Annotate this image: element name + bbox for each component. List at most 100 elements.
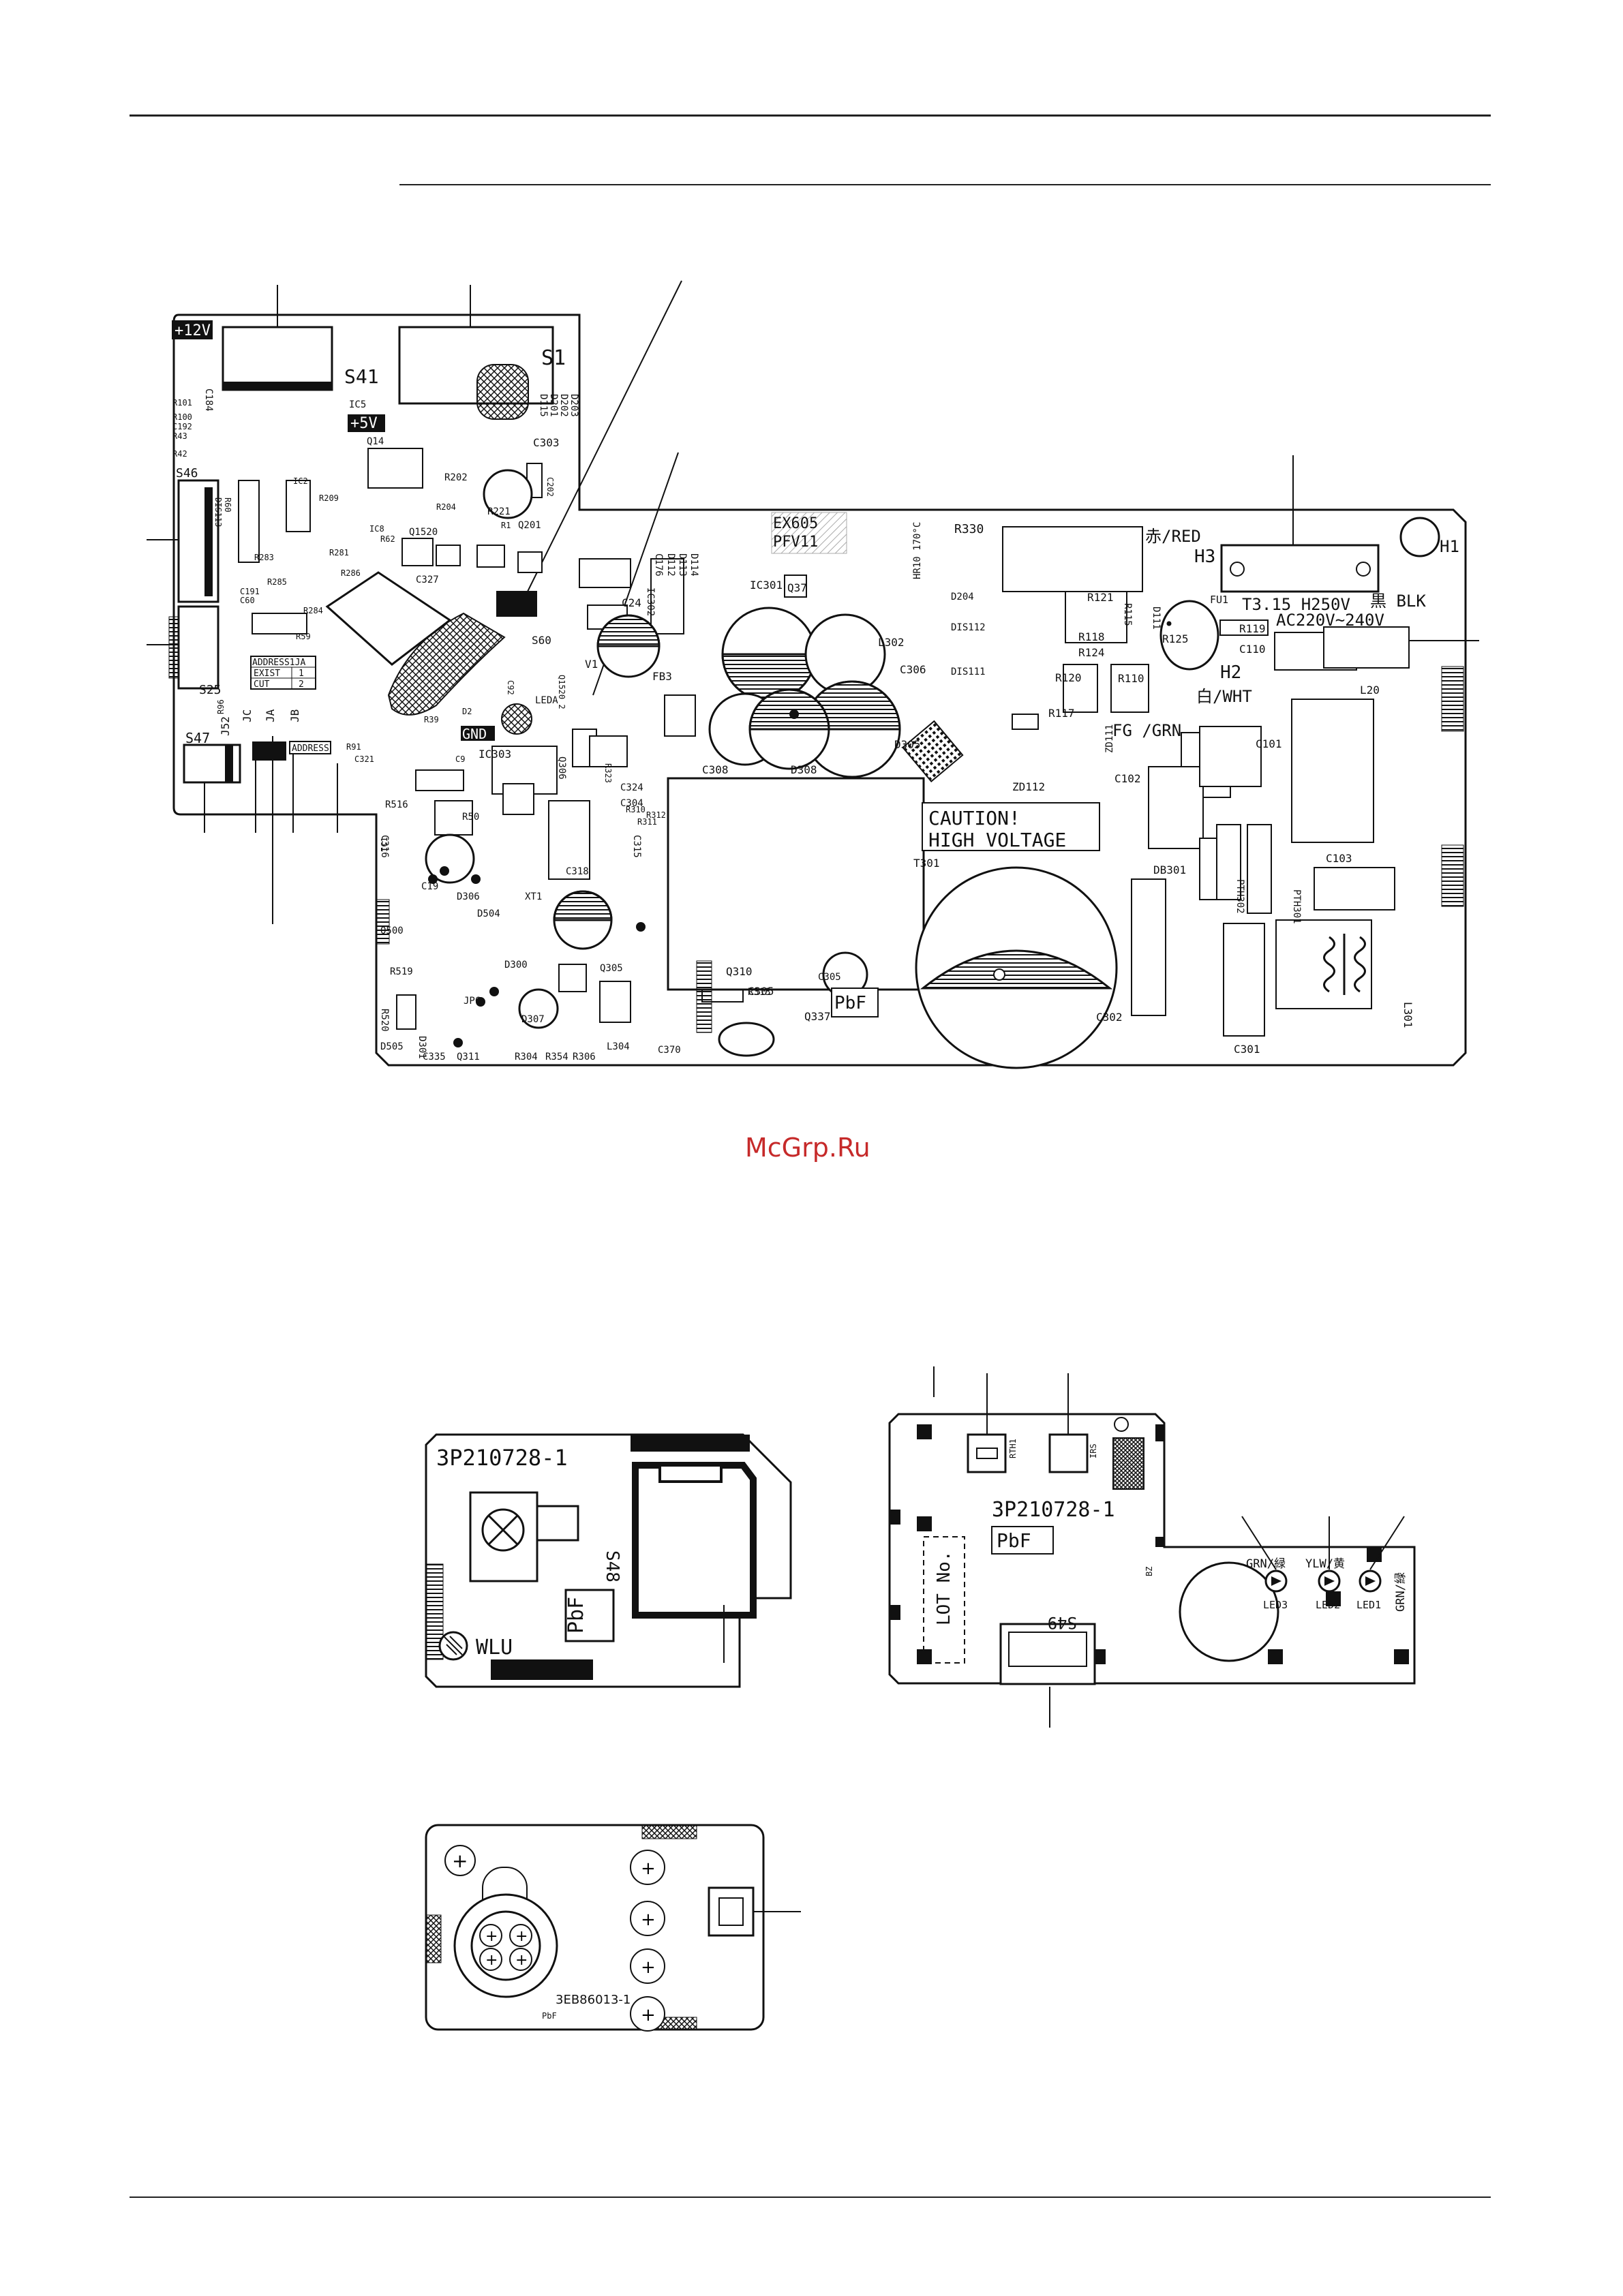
svg-text:C176: C176 [653, 553, 664, 577]
fuse-holder [1323, 626, 1410, 669]
svg-text:Q306: Q306 [556, 756, 567, 780]
label-thermal-fuse: HR10 170°C [912, 522, 923, 579]
svg-text:R204: R204 [436, 502, 456, 512]
svg-text:R202: R202 [444, 472, 468, 483]
svg-text:DIS111: DIS111 [951, 667, 986, 677]
svg-text:+: + [515, 1952, 528, 1969]
sensor-board-3eb86013: + ++ ++ ++ ++ 3EB86013-1 PbF [425, 1824, 801, 2032]
svg-text:R62: R62 [380, 534, 395, 544]
svg-text:V1: V1 [585, 658, 598, 671]
svg-text:R516: R516 [385, 799, 408, 810]
connector-s41 [222, 326, 333, 391]
svg-text:D305: D305 [894, 738, 921, 751]
svg-text:IC1: IC1 [380, 837, 389, 852]
s49-pbf: PbF [997, 1529, 1031, 1552]
label-s25: S25 [199, 683, 222, 697]
terminal-h1 [1399, 517, 1440, 557]
svg-text:R39: R39 [424, 715, 439, 724]
svg-text:XT1: XT1 [525, 891, 542, 902]
label-r330: R330 [954, 522, 984, 536]
led-row [1264, 1570, 1382, 1593]
svg-text:R313: R313 [748, 987, 771, 998]
svg-text:C303: C303 [533, 436, 560, 449]
svg-text:Q310: Q310 [726, 965, 753, 978]
svg-text:PTH301: PTH301 [1291, 889, 1302, 924]
label-wire-red: 赤/RED [1145, 527, 1201, 546]
svg-text:R96: R96 [216, 699, 226, 714]
svg-text:C24: C24 [622, 596, 641, 609]
board-code: EX605 [773, 515, 818, 532]
led2-label: LED2 [1316, 1599, 1340, 1611]
svg-text:R125: R125 [1162, 632, 1189, 645]
svg-text:R119: R119 [1239, 622, 1266, 635]
svg-text:FB3: FB3 [652, 670, 672, 683]
svg-text:+: + [641, 1910, 656, 1930]
label-caution: CAUTION! [928, 807, 1020, 829]
svg-text:R1: R1 [501, 521, 511, 530]
label-wire-ground: FG /GRN [1112, 721, 1181, 740]
label-5v: +5V [350, 415, 378, 432]
svg-text:C304: C304 [620, 798, 643, 809]
board3-marks: PbF [542, 2011, 557, 2021]
jumper-cut-no: 2 [299, 679, 304, 690]
s49-lot: LOT No. [934, 1550, 954, 1625]
s48-pbf: PbF [564, 1597, 588, 1634]
connector-s48-housing [632, 1462, 757, 1619]
svg-text:C60: C60 [240, 596, 255, 605]
svg-text:D112: D112 [665, 553, 676, 577]
svg-text:IC303: IC303 [479, 748, 511, 761]
caution-box [922, 802, 1100, 851]
s49-part-number: 3P210728-1 [992, 1498, 1115, 1522]
svg-text:D2: D2 [462, 707, 472, 716]
label-h1: H1 [1440, 537, 1459, 556]
svg-text:Q337: Q337 [804, 1010, 831, 1023]
terminal-h3 [1220, 544, 1380, 593]
svg-text:D306: D306 [457, 891, 480, 902]
svg-text:C315: C315 [631, 835, 642, 858]
svg-text:D204: D204 [951, 592, 974, 602]
svg-text:R354: R354 [545, 1052, 568, 1062]
svg-text:R120: R120 [1055, 671, 1082, 684]
svg-text:R312: R312 [646, 810, 666, 820]
svg-text:R520: R520 [379, 1009, 390, 1032]
jumper-table [250, 656, 316, 690]
svg-text:Q311: Q311 [457, 1052, 480, 1062]
svg-text:C302: C302 [1096, 1011, 1123, 1024]
svg-text:R110: R110 [1118, 672, 1144, 685]
svg-text:R286: R286 [341, 568, 361, 578]
svg-text:LEDA: LEDA [535, 695, 558, 706]
address-label: ADDRESS [292, 744, 329, 754]
svg-text:D307: D307 [521, 1014, 545, 1025]
svg-text:D300: D300 [504, 960, 528, 970]
svg-text:C191: C191 [240, 587, 260, 596]
led2-color: YLW/黄 [1305, 1557, 1345, 1571]
jumper-ja: JA [264, 709, 277, 722]
s48-part-number: 3P210728-1 [436, 1445, 568, 1471]
svg-text:C308: C308 [702, 763, 729, 776]
s49-rth: RTH1 [1008, 1439, 1018, 1458]
svg-text:+: + [485, 1952, 498, 1969]
s48-connector-label: S48 [602, 1550, 622, 1582]
svg-text:C305: C305 [818, 972, 841, 983]
jumper-jb: JB [288, 709, 301, 722]
svg-text:C321: C321 [354, 754, 374, 764]
svg-text:IC8: IC8 [369, 524, 384, 534]
svg-text:R285: R285 [267, 577, 287, 587]
svg-text:R306: R306 [573, 1052, 596, 1062]
relay [1002, 526, 1143, 592]
svg-text:IC5: IC5 [349, 399, 366, 410]
svg-text:D113: D113 [677, 553, 688, 577]
svg-text:IC302: IC302 [645, 587, 656, 616]
svg-text:C184: C184 [203, 388, 214, 412]
svg-text:D505: D505 [380, 1041, 404, 1052]
label-fuse-rating: T3.15 H250V [1242, 595, 1350, 614]
svg-text:Q37: Q37 [787, 581, 807, 594]
svg-text:R115: R115 [1122, 603, 1133, 626]
led3-color: GRN/緑 [1246, 1557, 1286, 1571]
svg-text:R91: R91 [346, 742, 361, 752]
svg-text:Q500: Q500 [380, 925, 404, 936]
svg-text:DIS113: DIS113 [213, 498, 223, 527]
svg-text:DIS112: DIS112 [951, 622, 986, 633]
svg-text:C318: C318 [566, 866, 589, 877]
